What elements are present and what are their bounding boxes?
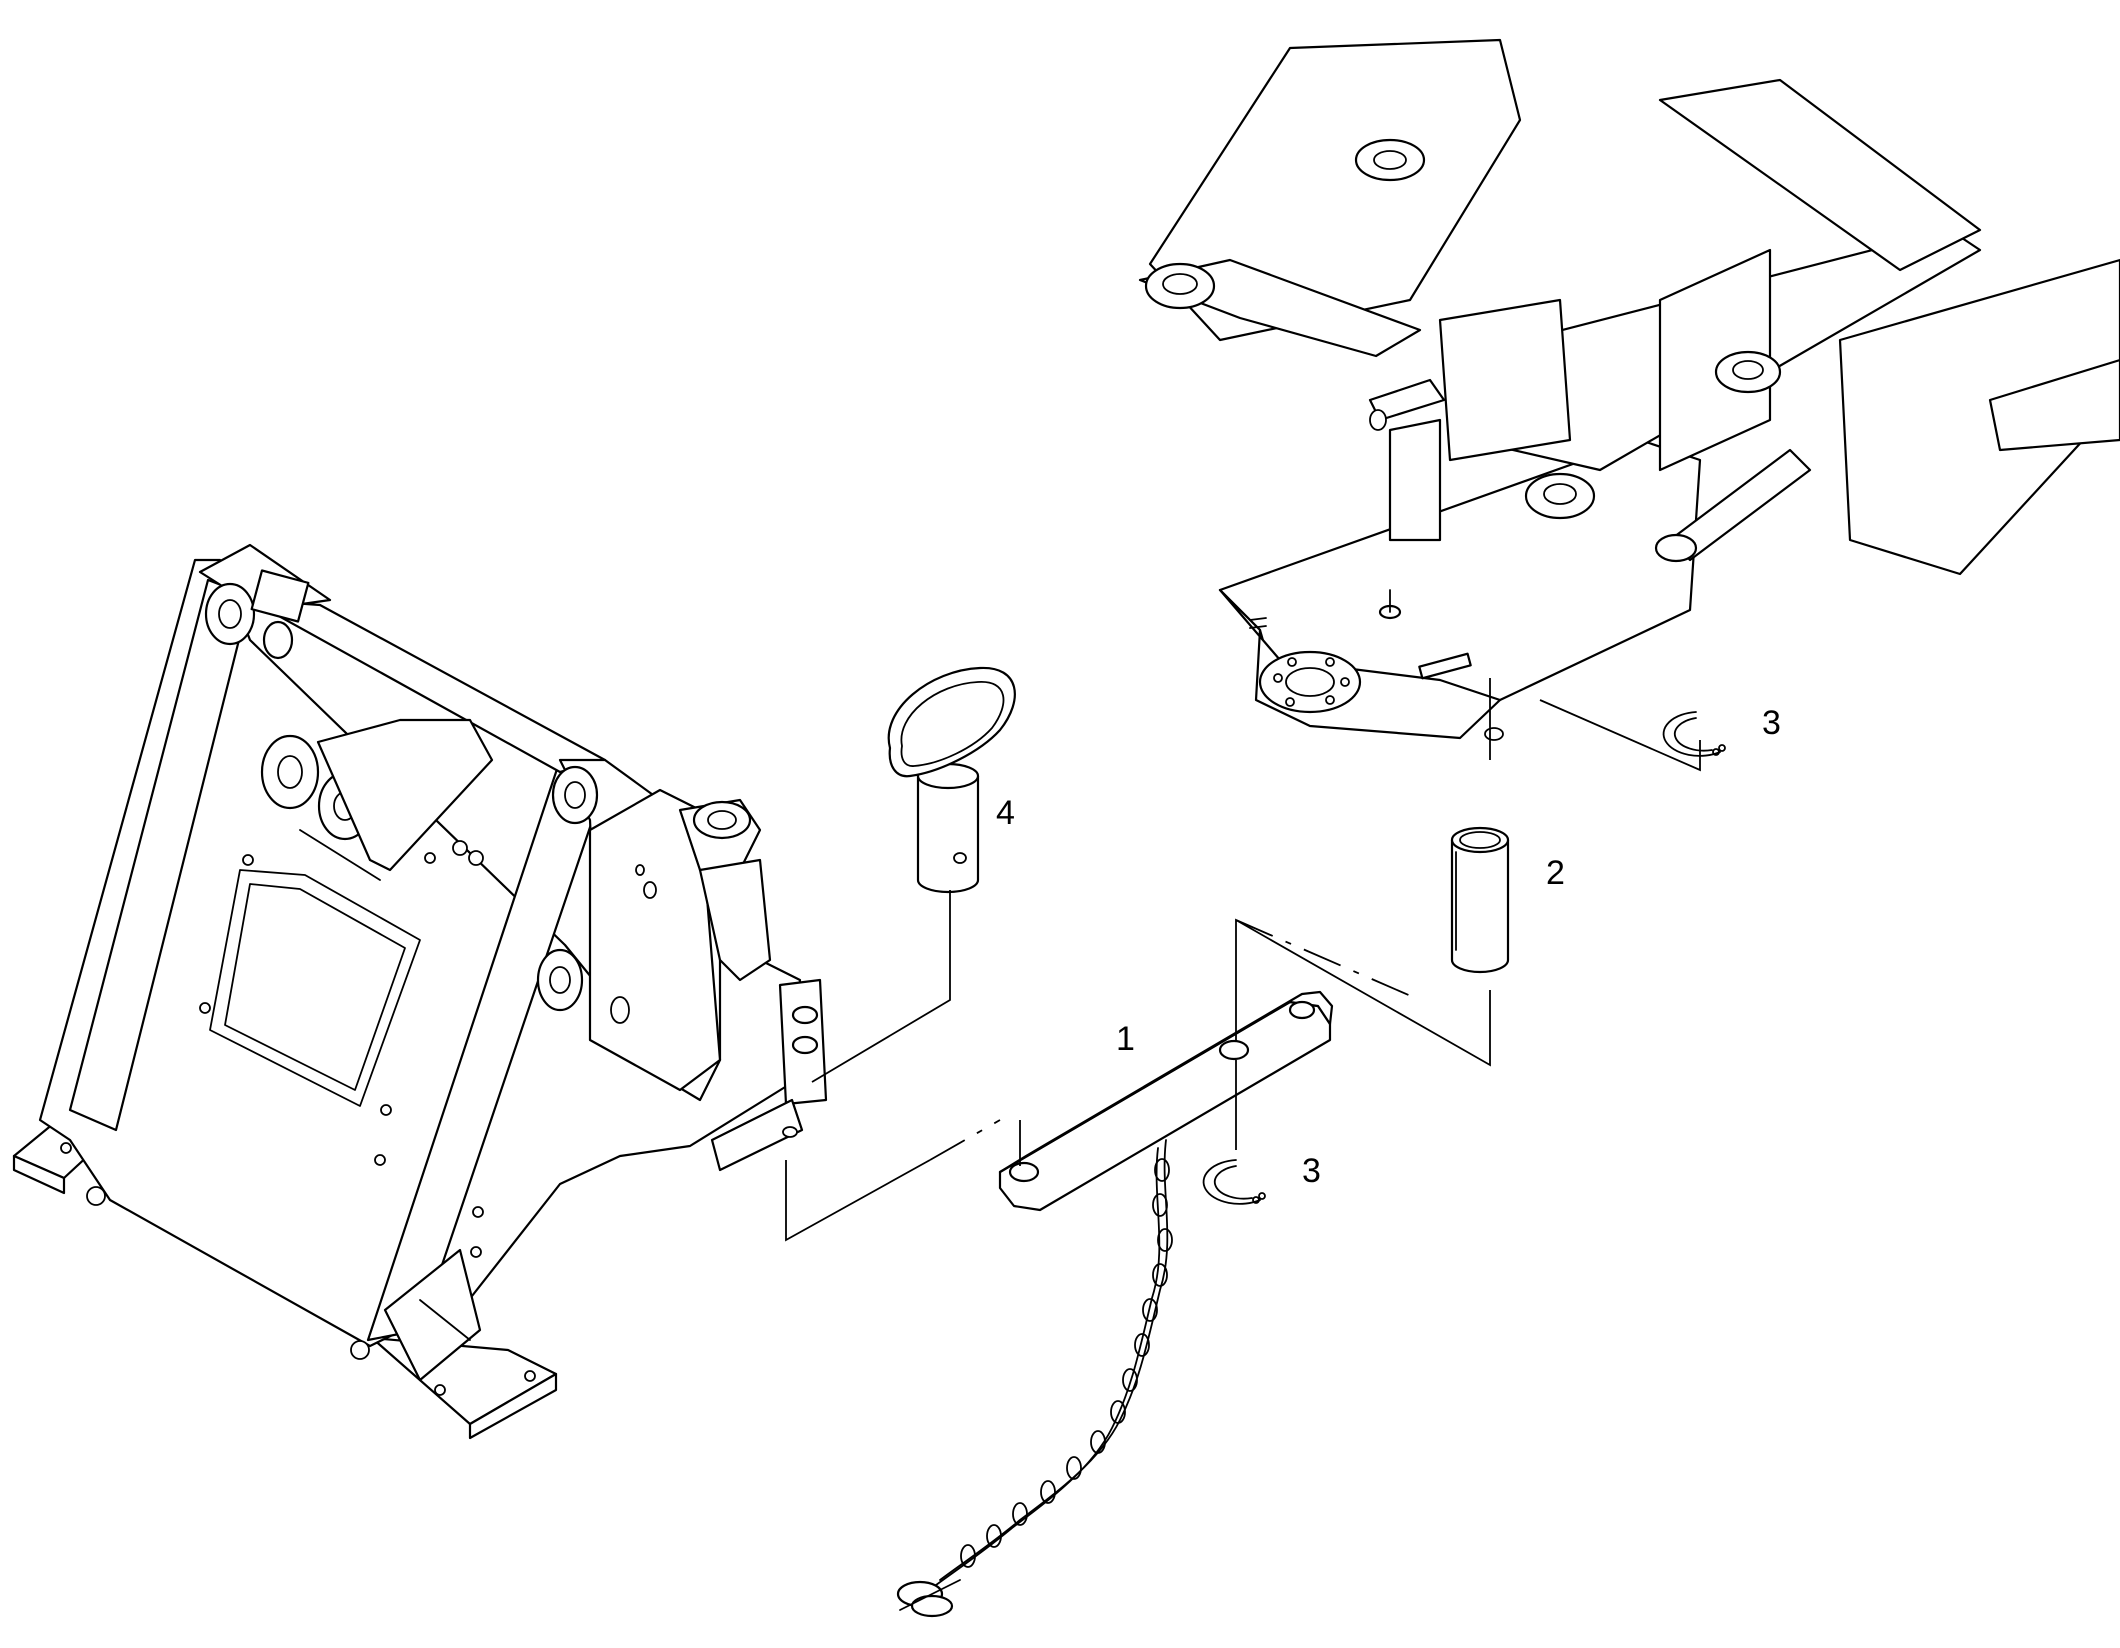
callout-3-upper: 3 (1762, 704, 1781, 742)
linch-pin (896, 1579, 961, 1618)
pivot-pin (1450, 826, 1510, 974)
rear-frame (1138, 38, 2120, 741)
callout-4: 4 (996, 794, 1015, 832)
locking-bar (998, 990, 1334, 1212)
front-frame (12, 543, 828, 1440)
snap-ring-lower (1202, 1159, 1266, 1205)
callout-1: 1 (1116, 1020, 1135, 1058)
callouts: 1 2 3 3 4 (996, 704, 1781, 1190)
chain-links (960, 1158, 1173, 1568)
chain (931, 1139, 1173, 1589)
callout-2: 2 (1546, 854, 1565, 892)
callout-3-lower: 3 (1302, 1152, 1321, 1190)
leader-lines (785, 678, 1701, 1242)
pull-pin (887, 666, 1016, 894)
snap-ring-upper (1662, 711, 1726, 757)
